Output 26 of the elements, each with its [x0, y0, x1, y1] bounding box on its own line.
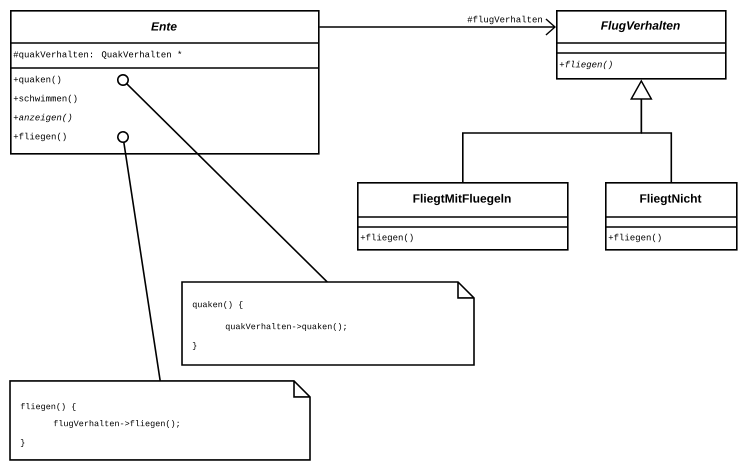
method-text: +fliegen(): [608, 234, 661, 242]
method-text: +fliegen(): [14, 132, 66, 142]
code-line: quakVerhalten->quaken();: [226, 323, 346, 331]
class-name: Ente: [151, 22, 177, 31]
association-arrow: [320, 18, 556, 36]
attribute-text: #quakVerhalten: QuakVerhalten *: [13, 50, 182, 60]
method-text: +anzeigen(): [14, 114, 72, 122]
code-line: quaken() {: [192, 301, 243, 309]
code-line: fliegen() {: [20, 403, 76, 411]
edge-label: #flugVerhalten: [467, 16, 542, 24]
class-name: FliegtMitFluegeln: [413, 194, 511, 206]
code-line: flugVerhalten->fliegen();: [54, 420, 179, 428]
method-text: +schwimmen(): [14, 94, 76, 104]
class-box: [556, 10, 727, 80]
method-text: +fliegen(): [360, 234, 413, 242]
method-text: +quaken(): [14, 76, 60, 84]
method-text: +fliegen(): [560, 60, 612, 70]
class-box: [605, 182, 738, 251]
code-line: }: [20, 439, 24, 447]
note-box: [9, 380, 311, 461]
class-box: [357, 182, 569, 251]
leader-line: [116, 74, 129, 86]
note-box: [181, 281, 475, 366]
code-line: }: [192, 342, 196, 350]
class-name: FlugVerhalten: [600, 20, 680, 32]
class-name: FliegtNicht: [640, 194, 702, 206]
